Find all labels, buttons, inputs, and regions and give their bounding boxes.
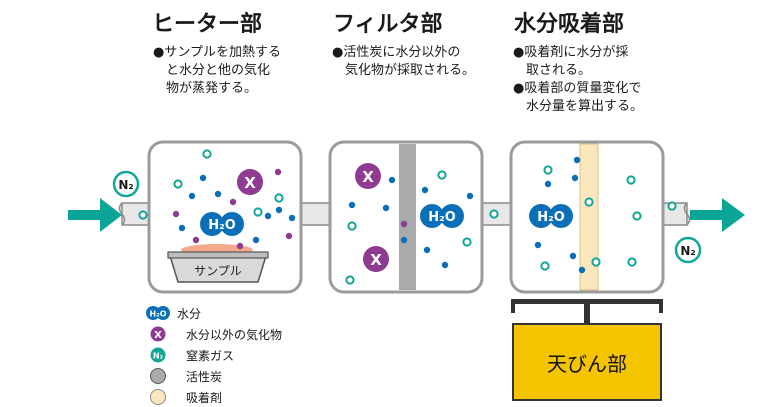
inlet-arrow [68, 198, 122, 232]
x-molecule-heater: X [237, 169, 263, 195]
heater-section-note: ●サンプルを加熱する と水分と他の気化 物が蒸発する。 [153, 45, 281, 96]
legend-water-text: 水分 [177, 307, 202, 321]
sample-tray: サンプル [167, 244, 269, 283]
legend-absorbent-text: 吸着剤 [186, 391, 223, 405]
balance-label: 天びん部 [547, 352, 627, 376]
svg-text:N₂: N₂ [680, 244, 695, 258]
absorbent-layer [579, 143, 599, 291]
x-molecule-filter-bottom: X [363, 246, 389, 272]
svg-text:N₂: N₂ [118, 178, 133, 192]
legend-h2o-icon: H₂O [146, 306, 170, 320]
balance-unit: 天びん部 [511, 299, 663, 401]
water-particles [178, 156, 586, 274]
nitrogen-particles [138, 149, 677, 285]
n2-inlet-badge: N₂ [112, 170, 140, 198]
heater-section-title: ヒーター部 [152, 12, 263, 37]
svg-text:X: X [362, 168, 374, 186]
svg-text:H₂O: H₂O [150, 310, 167, 319]
svg-text:H₂O: H₂O [428, 210, 456, 225]
absorber-section-note: ●吸着剤に水分が採 取される。 ●吸着部の質量変化で 水分量を算出する。 [513, 45, 644, 114]
svg-text:X: X [370, 251, 382, 269]
filter-section-title: フィルタ部 [333, 12, 443, 37]
activated-carbon-layer [399, 144, 416, 290]
legend-nitrogen-text: 窒素ガス [186, 349, 235, 363]
legend-activated-carbon-text: 活性炭 [186, 370, 223, 384]
absorber-section-title: 水分吸着部 [514, 12, 625, 37]
filter-section-note: ●活性炭に水分以外の 気化物が採取される。 [332, 45, 476, 78]
h2o-molecule-absorber: H₂O [529, 204, 573, 228]
legend-n2-icon: N₂ [150, 347, 166, 363]
legend-icons: H₂O X N₂ [146, 306, 170, 405]
outlet-arrow [690, 198, 745, 232]
svg-text:N₂: N₂ [153, 352, 164, 361]
svg-text:H₂O: H₂O [208, 218, 236, 233]
legend-carbon-icon [150, 368, 166, 384]
legend-x-icon: X [150, 326, 166, 342]
sample-label: サンプル [194, 264, 242, 278]
svg-text:X: X [244, 174, 256, 192]
other-volatile-particles [172, 168, 408, 250]
n2-outlet-badge: N₂ [674, 236, 702, 264]
svg-text:X: X [154, 330, 162, 341]
svg-text:H₂O: H₂O [537, 210, 565, 225]
h2o-molecule-heater: H₂O [200, 212, 244, 236]
x-molecule-filter-top: X [355, 163, 381, 189]
legend-absorbent-icon [150, 389, 166, 405]
legend-other-volatiles-text: 水分以外の気化物 [186, 328, 283, 342]
h2o-molecule-filter: H₂O [420, 204, 464, 228]
